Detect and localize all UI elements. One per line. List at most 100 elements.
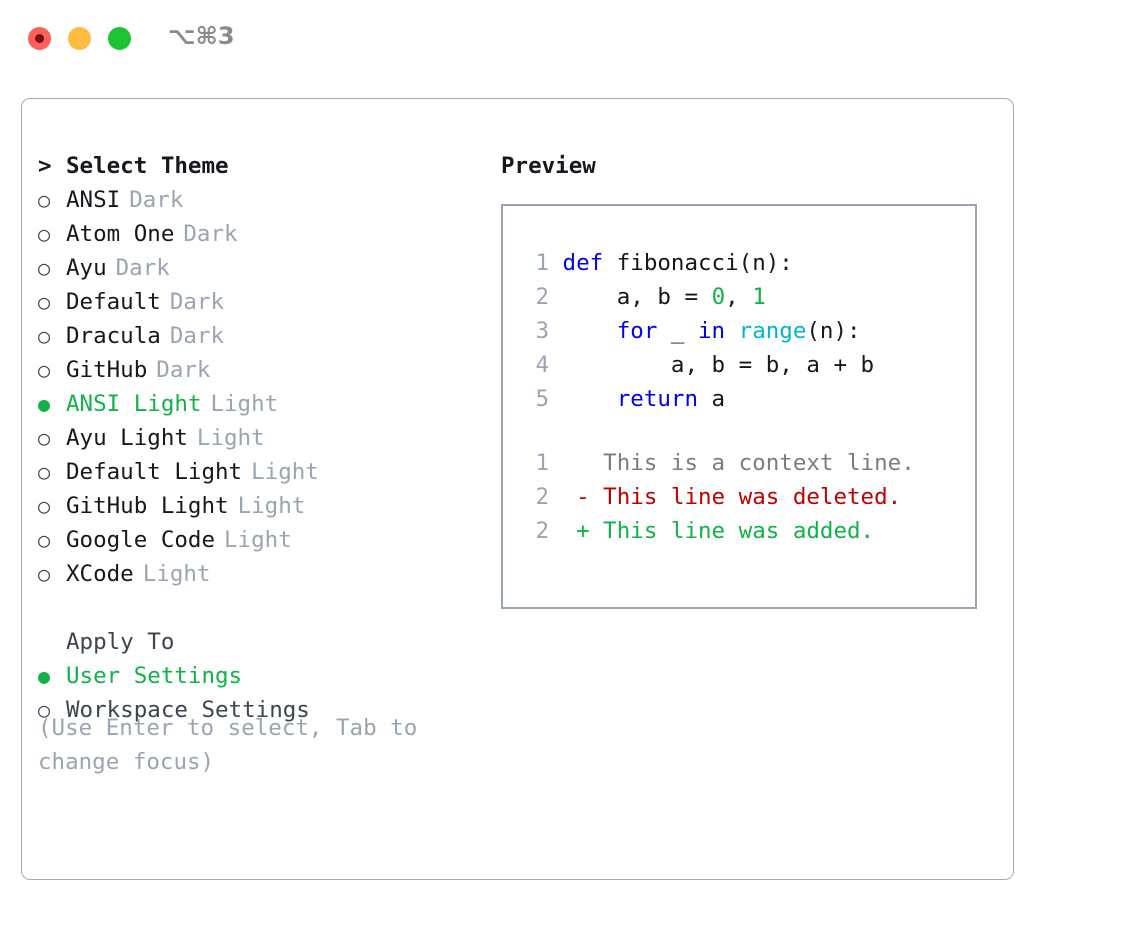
apply-to-item[interactable]: ● User Settings [38, 659, 498, 693]
radio-selected-icon[interactable]: ● [38, 664, 51, 688]
radio-unselected-icon[interactable]: ○ [38, 188, 51, 212]
line-number: 4 [535, 352, 549, 378]
theme-list-item[interactable]: ○ Default Light Light [38, 455, 498, 489]
theme-list-item[interactable]: ○ GitHub Dark [38, 353, 498, 387]
radio-unselected-icon[interactable]: ○ [38, 562, 51, 586]
bullet-placeholder-icon: ○ [38, 625, 66, 659]
code-token: in [698, 318, 726, 344]
diff-text: This is a context line. [549, 450, 915, 476]
preview-pane: Preview 1 def fibonacci(n):2 a, b = 0, 1… [501, 149, 991, 609]
apply-to-list: ● User Settings ○ Workspace Settings [38, 659, 498, 727]
diff-line: 1 This is a context line. [503, 446, 975, 480]
theme-name-label: ANSI [66, 187, 121, 213]
close-button[interactable] [28, 27, 51, 50]
radio-unselected-icon[interactable]: ○ [38, 358, 51, 382]
apply-to-item[interactable]: ○ Workspace Settings [38, 693, 498, 727]
theme-variant-badge: Dark [156, 357, 211, 383]
diff-text: - This line was deleted. [549, 484, 902, 510]
record-dot-icon [35, 34, 44, 43]
theme-list-item[interactable]: ○ Dracula Dark [38, 319, 498, 353]
diff-line: 2 - This line was deleted. [503, 480, 975, 514]
code-line: 2 a, b = 0, 1 [503, 280, 975, 314]
line-number: 2 [535, 484, 549, 510]
code-token: , [725, 284, 753, 310]
theme-list-item[interactable]: ○ Atom One Dark [38, 217, 498, 251]
titlebar: ⌥⌘3 [0, 0, 1140, 78]
theme-picker-heading: >Select Theme [38, 149, 498, 183]
code-token [563, 318, 617, 344]
radio-unselected-icon[interactable]: ○ [38, 426, 51, 450]
code-gutter-gap [549, 250, 563, 276]
theme-variant-badge: Light [196, 425, 265, 451]
code-gutter-gap [549, 386, 563, 412]
code-token [563, 386, 617, 412]
preview-title: Preview [501, 153, 596, 179]
keyboard-shortcut-label: ⌥⌘3 [168, 22, 235, 50]
radio-unselected-icon[interactable]: ○ [38, 494, 51, 518]
section-spacer [38, 591, 498, 625]
diff-line: 2 + This line was added. [503, 514, 975, 548]
theme-list-item[interactable]: ○ ANSI Dark [38, 183, 498, 217]
radio-selected-icon[interactable]: ● [38, 392, 51, 416]
line-number: 2 [535, 518, 549, 544]
line-number: 1 [535, 250, 549, 276]
maximize-button[interactable] [108, 27, 131, 50]
code-line: 5 return a [503, 382, 975, 416]
code-token: return [616, 386, 699, 412]
line-number: 1 [535, 450, 549, 476]
code-line: 1 def fibonacci(n): [503, 246, 975, 280]
theme-name-label: Default [66, 289, 161, 315]
code-token: 0 [711, 284, 726, 310]
theme-variant-badge: Dark [183, 221, 238, 247]
radio-unselected-icon[interactable]: ○ [38, 460, 51, 484]
code-gutter-gap [549, 352, 563, 378]
radio-unselected-icon[interactable]: ○ [38, 528, 51, 552]
radio-unselected-icon[interactable]: ○ [38, 698, 51, 722]
theme-list-item[interactable]: ○ Google Code Light [38, 523, 498, 557]
code-token: for [616, 318, 658, 344]
theme-list-item[interactable]: ○ Default Dark [38, 285, 498, 319]
theme-name-label: Atom One [66, 221, 175, 247]
radio-unselected-icon[interactable]: ○ [38, 222, 51, 246]
minimize-button[interactable] [68, 27, 91, 50]
theme-name-label: Google Code [66, 527, 216, 553]
apply-to-label: User Settings [66, 663, 243, 689]
theme-variant-badge: Dark [169, 323, 225, 349]
theme-name-label: Default Light [66, 459, 243, 485]
theme-list-item[interactable]: ○ GitHub Light Light [38, 489, 498, 523]
line-number: 3 [535, 318, 549, 344]
theme-variant-badge: Light [224, 527, 292, 553]
code-token: (n): [806, 318, 861, 344]
radio-unselected-icon[interactable]: ○ [38, 290, 51, 314]
theme-name-label: ANSI Light [66, 391, 202, 417]
theme-variant-badge: Dark [129, 187, 184, 213]
radio-unselected-icon[interactable]: ○ [38, 256, 51, 280]
apply-to-label: Workspace Settings [66, 697, 310, 723]
theme-variant-badge: Light [251, 459, 319, 485]
theme-name-label: GitHub [66, 357, 148, 383]
apply-to-heading: ○Apply To [38, 625, 498, 659]
code-token [725, 318, 739, 344]
keyboard-hint: (Use Enter to select, Tab to change focu… [38, 715, 418, 775]
theme-variant-badge: Dark [169, 289, 225, 315]
diff-sample: 1 This is a context line.2 - This line w… [503, 446, 975, 548]
code-token: a [698, 386, 726, 412]
diff-text: + This line was added. [549, 518, 875, 544]
theme-name-label: GitHub Light [66, 493, 229, 519]
code-token: def [562, 250, 604, 276]
radio-unselected-icon[interactable]: ○ [38, 324, 51, 348]
code-token: a, b = b, a + b [562, 352, 875, 378]
theme-variant-badge: Light [237, 493, 306, 519]
theme-name-label: Dracula [66, 323, 161, 349]
code-token: a, b = [562, 284, 712, 310]
theme-picker-heading-label: Select Theme [66, 153, 229, 179]
